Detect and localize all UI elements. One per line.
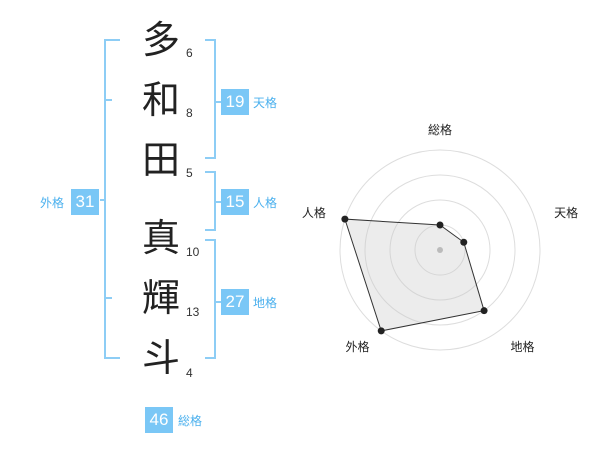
radar-axis-label-4: 外格 bbox=[345, 339, 369, 354]
name-char-3: 田 bbox=[141, 138, 180, 182]
radar-axis-label-3: 地格 bbox=[511, 339, 535, 354]
stroke-count-5: 13 bbox=[186, 305, 200, 319]
radar-center-point bbox=[437, 247, 443, 253]
tenkaku-bracket bbox=[205, 39, 216, 159]
soukaku-label: 総格 bbox=[178, 414, 203, 428]
name-char-2: 和 bbox=[141, 78, 180, 122]
name-char-1: 多 bbox=[141, 18, 180, 62]
radar-axis-label-2: 天格 bbox=[554, 205, 578, 220]
name-char-5: 輝 bbox=[141, 276, 180, 320]
chikaku-bracket bbox=[205, 239, 216, 359]
radar-ring-2 bbox=[389, 199, 491, 301]
chikaku-value: 27 bbox=[221, 289, 249, 315]
radar-point-4 bbox=[377, 327, 385, 335]
radar-axis-label-1: 総格 bbox=[428, 122, 452, 137]
name-char-6: 斗 bbox=[141, 336, 180, 380]
radar-ring-3 bbox=[364, 174, 516, 326]
soukaku-value: 46 bbox=[145, 407, 173, 433]
tenkaku-value: 19 bbox=[221, 89, 249, 115]
stroke-count-6: 4 bbox=[186, 366, 193, 380]
name-char-4: 真 bbox=[141, 216, 180, 260]
gaikaku-label: 外格 bbox=[40, 196, 65, 210]
radar-point-5 bbox=[341, 215, 349, 223]
jinkaku-value: 15 bbox=[221, 189, 249, 215]
radar-axis-label-5: 人格 bbox=[302, 205, 326, 220]
radar-area bbox=[344, 218, 485, 332]
stroke-count-1: 6 bbox=[186, 46, 193, 60]
jinkaku-label: 人格 bbox=[253, 196, 278, 210]
radar-point-1 bbox=[436, 221, 444, 229]
stroke-count-2: 8 bbox=[186, 106, 193, 120]
radar-point-2 bbox=[460, 238, 468, 246]
stroke-count-4: 10 bbox=[186, 245, 200, 259]
tenkaku-label: 天格 bbox=[253, 96, 278, 110]
gaikaku-value: 31 bbox=[71, 189, 99, 215]
radar-point-3 bbox=[480, 307, 488, 315]
stroke-count-3: 5 bbox=[186, 166, 193, 180]
chikaku-label: 地格 bbox=[253, 296, 278, 310]
